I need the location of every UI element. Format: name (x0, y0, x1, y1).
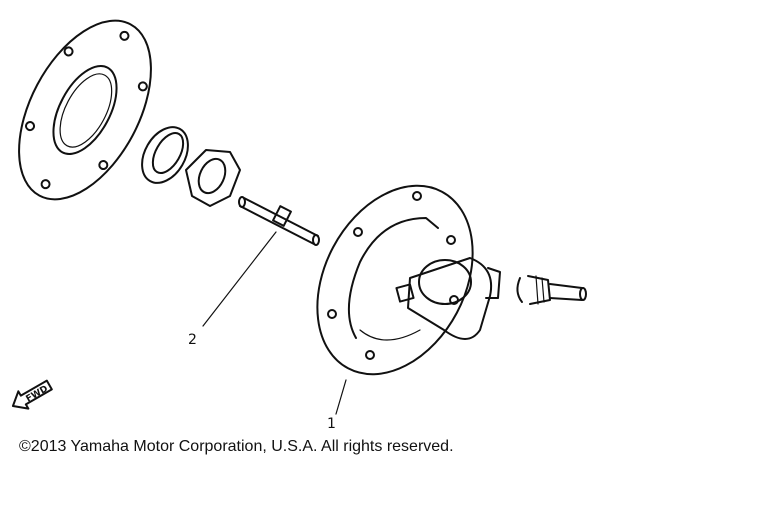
hub-shaft (395, 257, 501, 340)
parts-diagram: 2 1 FWD (11, 19, 587, 432)
callout-2: 2 (188, 332, 197, 348)
callout-1: 1 (327, 416, 336, 432)
coupling-shaft (516, 275, 587, 305)
dowel-pin (238, 196, 320, 246)
leader-line-1 (335, 379, 347, 415)
leader-line-2 (202, 231, 277, 327)
fwd-arrow-icon: FWD (11, 379, 53, 410)
gasket-plate (18, 19, 152, 201)
copyright-notice: ©2013 Yamaha Motor Corporation, U.S.A. A… (19, 438, 454, 455)
hub-flange (316, 184, 474, 376)
hex-nut (185, 149, 241, 207)
seal-ring (141, 126, 189, 184)
